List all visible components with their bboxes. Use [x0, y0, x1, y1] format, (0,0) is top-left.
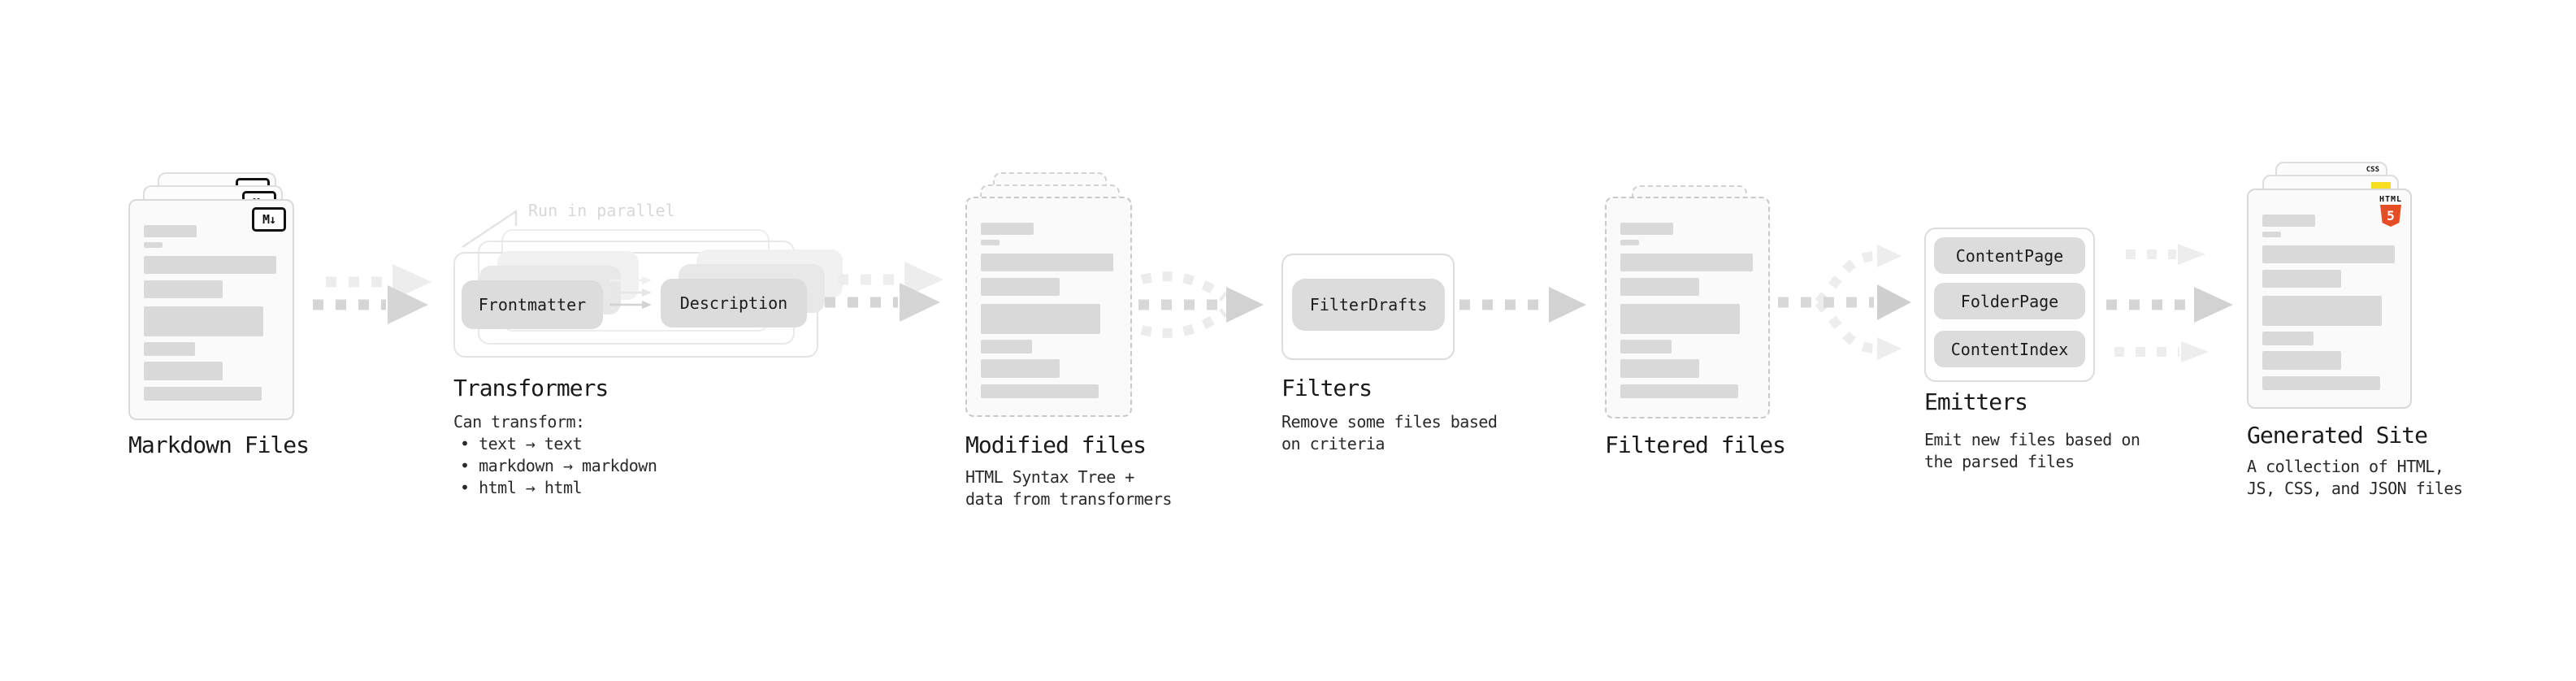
- stage-label-modified-files: Modified files: [965, 432, 1147, 458]
- merge-arrow-icon: [1138, 271, 1264, 338]
- text-line-bar: [981, 240, 1000, 245]
- mini-arrows-icon: [609, 276, 652, 309]
- html5-shield: 5: [2380, 205, 2401, 227]
- pill-filterdrafts: FilterDrafts: [1292, 279, 1445, 331]
- flow-arrow-icon: [313, 264, 432, 324]
- text-line-bar: [981, 254, 1113, 271]
- text-line-bar: [144, 256, 276, 274]
- text-line-bar: [2262, 351, 2341, 370]
- text-line-bar: [981, 359, 1060, 378]
- stage-description: data from transformers: [965, 489, 1172, 509]
- stage-label-generated-site: Generated Site: [2247, 422, 2428, 449]
- stage-description: JS, CSS, and JSON files: [2247, 479, 2463, 498]
- text-line-bar: [1620, 278, 1699, 296]
- text-line-bar: [2262, 245, 2395, 263]
- stage-label-transformers: Transformers: [453, 375, 609, 401]
- html5-wordmark: HTML: [2379, 195, 2403, 204]
- text-line-bar: [981, 223, 1034, 235]
- document-card: M↓: [128, 199, 294, 420]
- stage-label-markdown-files: Markdown Files: [128, 432, 310, 458]
- output-arrows-icon: [2106, 244, 2233, 362]
- text-line-bar: [981, 384, 1099, 398]
- transformers-bullet: • markdown → markdown: [460, 456, 657, 475]
- text-line-bar: [1620, 304, 1740, 334]
- text-line-bar: [144, 242, 163, 248]
- text-line-bar: [1620, 223, 1673, 235]
- run-in-parallel-label: Run in parallel: [528, 201, 675, 220]
- flow-arrow-icon: [1459, 287, 1586, 323]
- pill-description: Description: [661, 279, 807, 327]
- document-card: [965, 197, 1132, 417]
- text-line-bar: [144, 306, 263, 336]
- text-line-bar: [144, 280, 223, 298]
- stage-description: Remove some files based: [1281, 412, 1498, 432]
- stage-label-filtered-files: Filtered files: [1605, 432, 1786, 458]
- text-line-bar: [2262, 215, 2315, 227]
- text-line-bar: [2262, 376, 2380, 390]
- stage-description: HTML Syntax Tree +: [965, 467, 1134, 487]
- text-line-bar: [144, 225, 197, 237]
- text-line-bar: [144, 387, 262, 401]
- text-line-bar: [1620, 340, 1672, 354]
- stage-description: the parsed files: [1924, 452, 2075, 471]
- document-card: [1605, 197, 1770, 419]
- stage-description: Emit new files based on: [1924, 430, 2140, 449]
- stage-description: on criteria: [1281, 434, 1385, 453]
- text-line-bar: [2262, 296, 2382, 326]
- html5-icon: HTML 5: [2378, 195, 2404, 227]
- stage-label-filters: Filters: [1281, 375, 1373, 401]
- pill-frontmatter: Frontmatter: [462, 280, 603, 329]
- text-line-bar: [981, 304, 1100, 334]
- transformers-bullet: • html → html: [460, 478, 583, 497]
- stage-description: A collection of HTML,: [2247, 457, 2444, 476]
- pill-contentpage: ContentPage: [1934, 237, 2085, 274]
- pill-folderpage: FolderPage: [1934, 283, 2085, 319]
- text-line-bar: [144, 342, 195, 356]
- flow-arrow-icon: [825, 262, 943, 322]
- text-line-bar: [144, 362, 223, 380]
- text-line-bar: [1620, 384, 1738, 398]
- fanout-arrows-icon: [1778, 245, 1911, 360]
- document-card: HTML 5: [2247, 189, 2412, 409]
- text-line-bar: [1620, 240, 1639, 245]
- javascript-icon: [2371, 182, 2391, 191]
- text-line-bar: [2262, 332, 2314, 345]
- callout-line: [462, 209, 518, 249]
- text-line-bar: [981, 278, 1060, 296]
- text-line-bar: [981, 340, 1032, 354]
- stage-label-emitters: Emitters: [1924, 388, 2028, 415]
- pill-contentindex: ContentIndex: [1934, 331, 2085, 367]
- transformers-bullet: • text → text: [460, 434, 583, 453]
- text-line-bar: [1620, 254, 1753, 271]
- text-line-bar: [2262, 270, 2341, 288]
- text-line-bar: [2262, 232, 2281, 237]
- transformers-note-title: Can transform:: [453, 412, 585, 432]
- markdown-icon: M↓: [252, 207, 286, 232]
- text-line-bar: [1620, 359, 1699, 378]
